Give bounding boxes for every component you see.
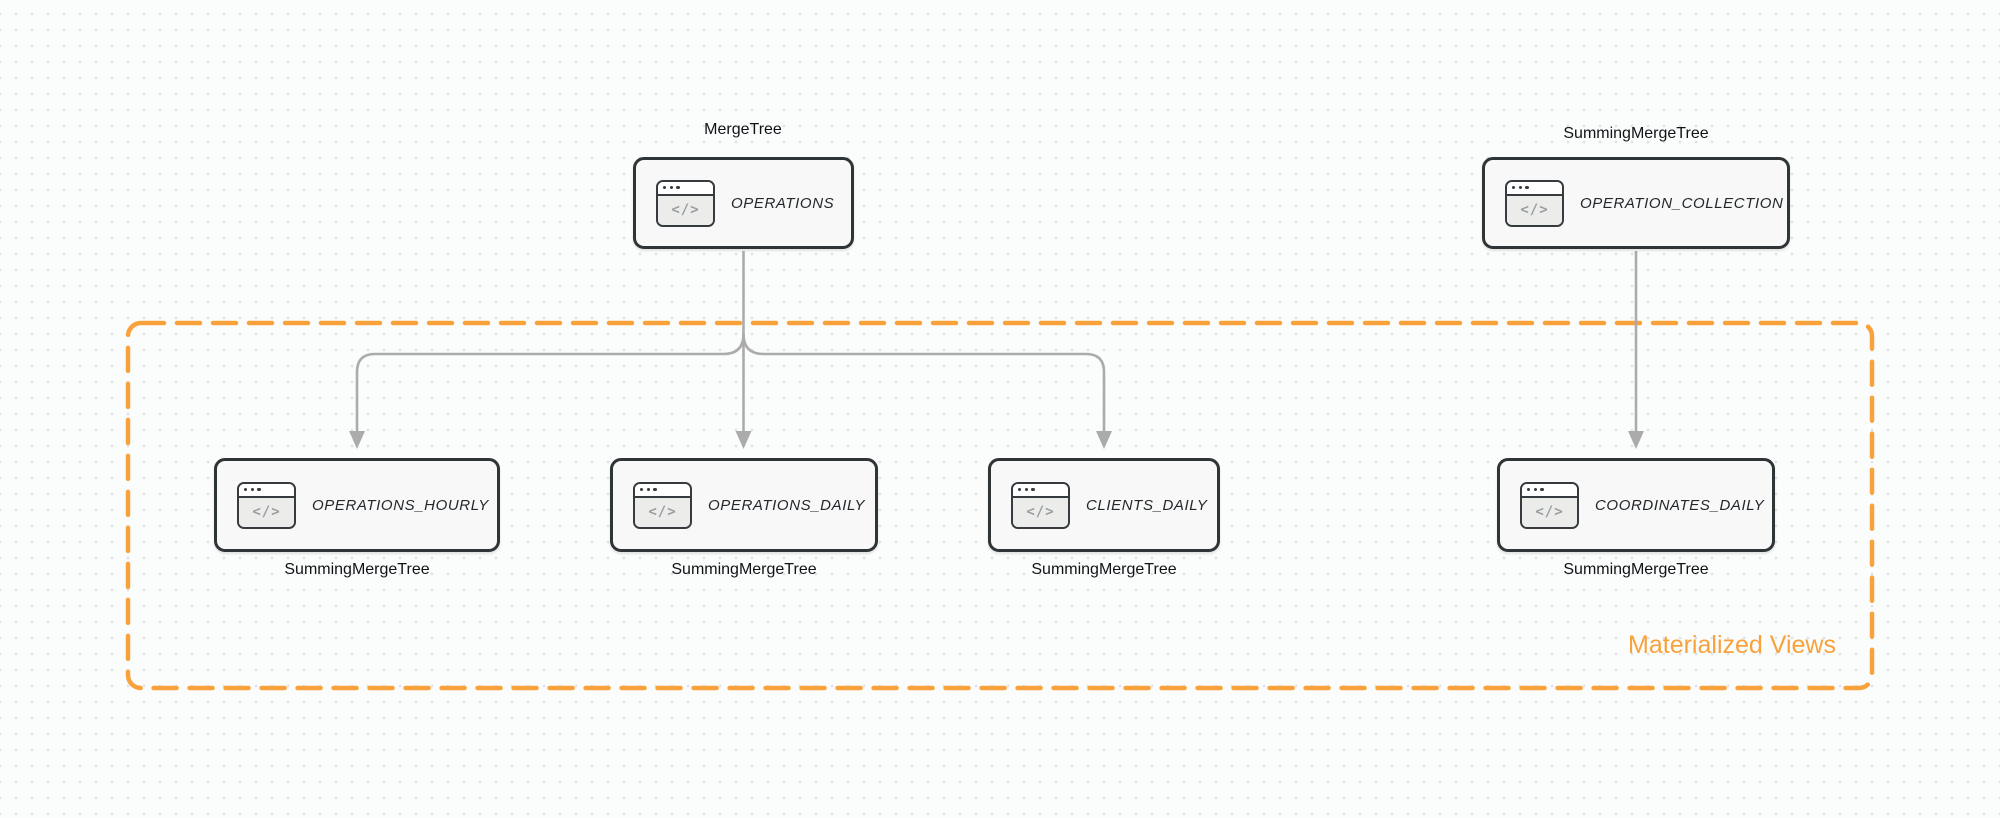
edge-operations-to-clients-daily bbox=[742, 333, 1106, 433]
code-window-icon: </> bbox=[1520, 481, 1579, 529]
node-title: OPERATIONS_DAILY bbox=[708, 496, 866, 514]
window-titlebar bbox=[1507, 181, 1562, 196]
code-glyph: </> bbox=[635, 497, 690, 527]
window-dot bbox=[244, 487, 248, 492]
window-dot bbox=[646, 487, 650, 492]
window-dot bbox=[676, 185, 680, 190]
window-dot bbox=[1540, 487, 1544, 492]
table-node-operations-hourly: </> OPERATIONS_HOURLY bbox=[214, 458, 500, 552]
window-dot bbox=[1518, 185, 1522, 190]
code-glyph: </> bbox=[239, 497, 294, 527]
window-dot bbox=[663, 185, 667, 190]
window-dot bbox=[1527, 487, 1531, 492]
engine-label-clients-daily: SummingMergeTree bbox=[1031, 561, 1177, 578]
table-node-clients-daily: </> CLIENTS_DAILY bbox=[988, 458, 1220, 552]
code-window-icon: </> bbox=[1505, 179, 1564, 227]
code-window-icon: </> bbox=[1011, 481, 1070, 529]
arrowhead-coordinates-daily bbox=[1628, 431, 1644, 449]
arrowhead-operations-daily bbox=[735, 431, 752, 449]
window-dot bbox=[640, 487, 644, 492]
arrowhead-operations-hourly bbox=[349, 431, 365, 449]
table-node-operation-collection: </> OPERATION_COLLECTION bbox=[1482, 157, 1790, 249]
engine-label-operations-daily: SummingMergeTree bbox=[671, 561, 817, 578]
arrowhead-clients-daily bbox=[1096, 431, 1112, 449]
table-node-operations: </> OPERATIONS bbox=[633, 157, 854, 249]
engine-label-coordinates-daily: SummingMergeTree bbox=[1563, 561, 1709, 578]
window-dot bbox=[1525, 185, 1529, 190]
engine-label-operation-collection: SummingMergeTree bbox=[1563, 125, 1709, 142]
node-title: COORDINATES_DAILY bbox=[1595, 496, 1765, 514]
window-dot bbox=[1533, 487, 1537, 492]
code-glyph: </> bbox=[1507, 195, 1562, 225]
window-titlebar bbox=[1013, 483, 1068, 498]
window-titlebar bbox=[658, 181, 713, 196]
window-dot bbox=[653, 487, 657, 492]
node-title: CLIENTS_DAILY bbox=[1086, 496, 1208, 514]
window-dot bbox=[1512, 185, 1516, 190]
materialized-views-group-label: Materialized Views bbox=[1628, 631, 1836, 659]
code-window-icon: </> bbox=[633, 481, 692, 529]
code-window-icon: </> bbox=[237, 481, 296, 529]
table-node-operations-daily: </> OPERATIONS_DAILY bbox=[610, 458, 878, 552]
window-dot bbox=[669, 185, 673, 190]
window-titlebar bbox=[239, 483, 294, 498]
code-glyph: </> bbox=[1013, 497, 1068, 527]
engine-label-operations: MergeTree bbox=[704, 121, 782, 138]
table-node-coordinates-daily: </> COORDINATES_DAILY bbox=[1497, 458, 1775, 552]
window-dot bbox=[250, 487, 254, 492]
engine-label-operations-hourly: SummingMergeTree bbox=[284, 561, 430, 578]
window-dot bbox=[1018, 487, 1022, 492]
window-titlebar bbox=[635, 483, 690, 498]
node-title: OPERATION_COLLECTION bbox=[1580, 194, 1784, 212]
window-dot bbox=[257, 487, 261, 492]
window-titlebar bbox=[1522, 483, 1577, 498]
window-dot bbox=[1024, 487, 1028, 492]
node-title: OPERATIONS_HOURLY bbox=[312, 496, 489, 514]
code-glyph: </> bbox=[658, 195, 713, 225]
node-title: OPERATIONS bbox=[731, 194, 835, 212]
edge-operations-to-operations-hourly bbox=[355, 333, 745, 433]
code-glyph: </> bbox=[1522, 497, 1577, 527]
window-dot bbox=[1031, 487, 1035, 492]
code-window-icon: </> bbox=[656, 179, 715, 227]
